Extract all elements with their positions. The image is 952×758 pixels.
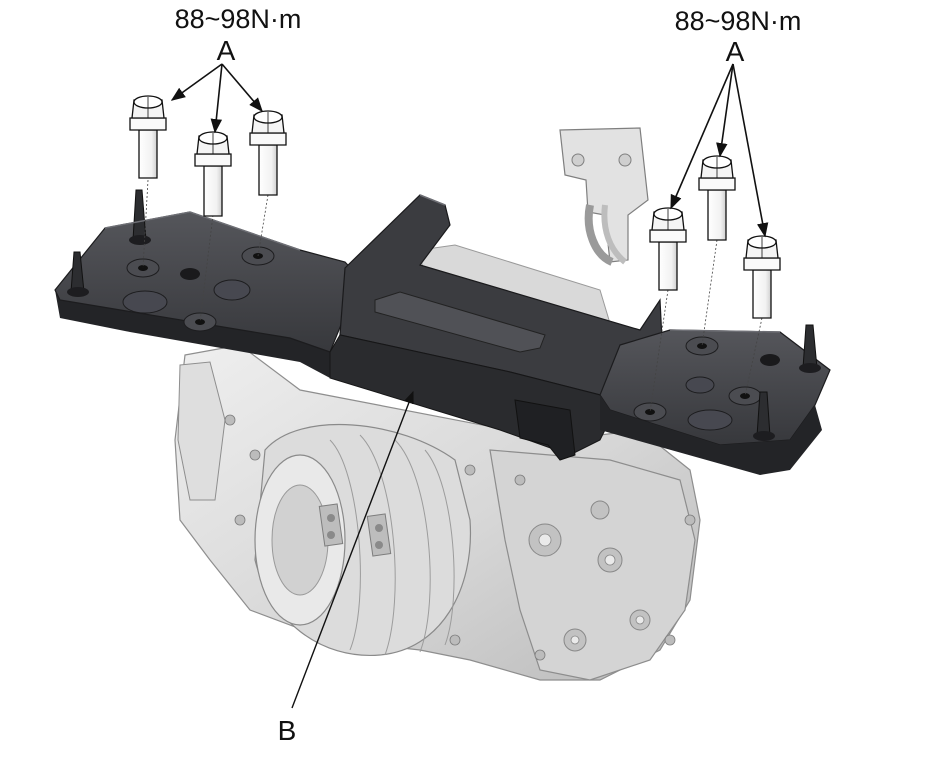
left-torque-label: 88~98N·m (175, 4, 302, 34)
right-plate-holes (633, 336, 780, 431)
bolt-left-2 (194, 131, 232, 217)
left-housing-leg (177, 361, 226, 501)
motor-assembly (174, 344, 701, 681)
bracket-spine-slot (374, 291, 546, 353)
left-plate-holes (122, 246, 275, 332)
callout-arrow-bracket (291, 390, 414, 709)
right-torque-label: 88~98N·m (675, 6, 802, 36)
bolt-right-3 (743, 235, 781, 319)
bolt-group-right (649, 155, 781, 319)
locator-studs (70, 189, 818, 437)
bolt-right-2 (698, 155, 736, 241)
housing-bolts (224, 414, 696, 661)
mounting-bracket (54, 189, 831, 475)
right-bolt-label: A (726, 36, 745, 67)
bolt-right-1 (649, 207, 687, 291)
bracket-label: B (278, 715, 297, 746)
bolt-alignment-lines (142, 179, 763, 413)
coolant-pipe (559, 127, 649, 266)
callout-arrows-left (170, 63, 263, 134)
bracket-right-plate-side (600, 395, 822, 475)
bolt-left-1 (129, 95, 167, 179)
stator-ribs (329, 434, 455, 656)
terminal-plate (318, 503, 392, 557)
bracket-front-tab (514, 399, 576, 461)
bracket-left-plate-side (55, 290, 330, 378)
left-bolt-label: A (217, 35, 236, 66)
bolt-left-3 (249, 110, 287, 196)
callout-arrows-right (670, 63, 769, 238)
bolt-group-left (129, 95, 287, 217)
